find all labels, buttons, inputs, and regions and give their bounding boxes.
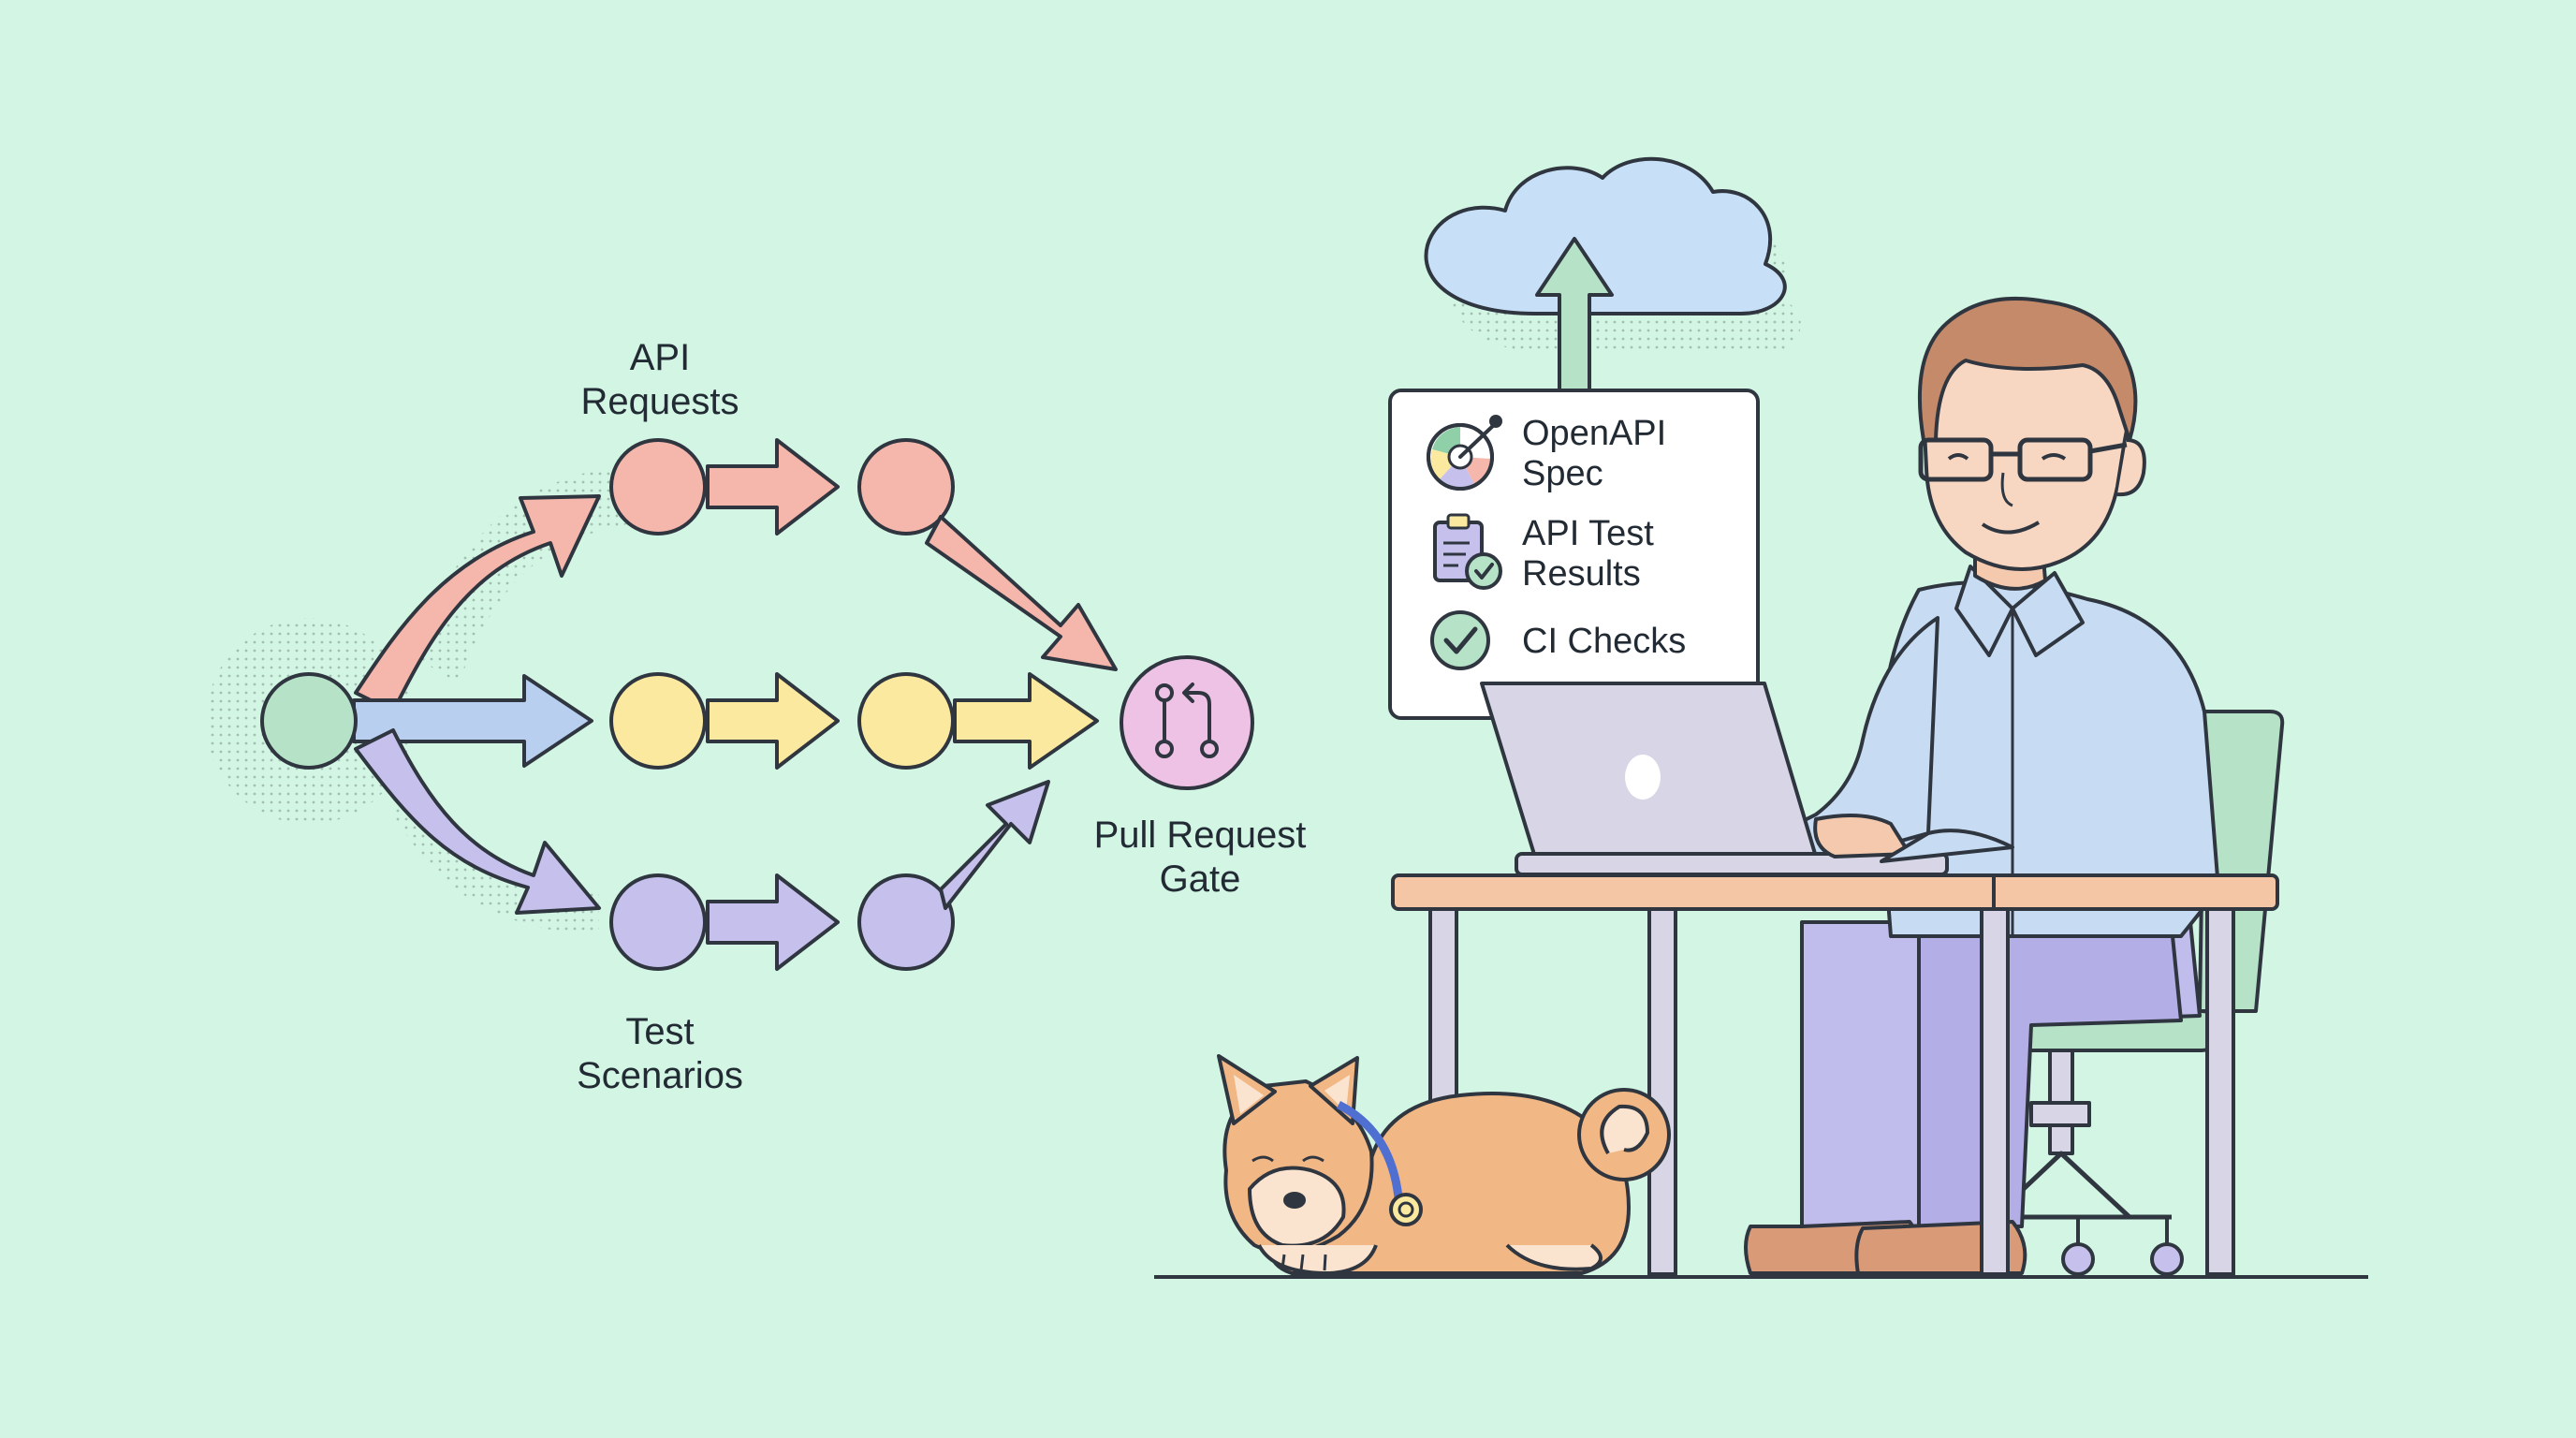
branch-arrow-top <box>354 494 601 713</box>
start-node <box>260 672 358 770</box>
arrow-bottom-2 <box>939 780 1050 910</box>
pull-request-gate-node <box>1120 655 1254 790</box>
node-top-2 <box>857 438 955 536</box>
arrow-bottom-1 <box>706 873 840 971</box>
node-middle-2 <box>857 672 955 770</box>
panel-item-3-line1: CI Checks <box>1522 622 1686 661</box>
label-gate-line2: Gate <box>1160 858 1241 900</box>
arrow-top-2 <box>925 515 1118 671</box>
sleeping-shiba-dog <box>1217 1054 1671 1275</box>
git-pull-request-icon <box>1155 682 1219 758</box>
person-hand <box>1813 814 2014 863</box>
laptop-icon <box>1480 682 1949 876</box>
label-test-scenarios-line1: Test <box>625 1011 694 1052</box>
label-api-requests-line2: Requests <box>581 381 739 422</box>
panel-item-2-line1: API Test <box>1522 514 1654 553</box>
cloud-upload-icon <box>1424 156 1801 354</box>
label-gate-line1: Pull Request <box>1094 814 1307 856</box>
node-middle-1 <box>609 672 707 770</box>
node-bottom-2 <box>857 873 955 971</box>
node-top-1 <box>609 438 707 536</box>
panel-item-1-line2: Spec <box>1522 454 1603 493</box>
clipboard-check-icon <box>1433 513 1502 590</box>
gauge-icon <box>1427 415 1502 491</box>
branch-arrow-bottom <box>354 728 601 915</box>
label-api-requests-line1: API <box>630 337 690 378</box>
arrow-top-1 <box>706 438 840 536</box>
developer-scene: OpenAPI Spec API Test Results CI Checks <box>1154 156 2368 1279</box>
label-test-scenarios-line2: Scenarios <box>577 1055 743 1096</box>
upload-arrow <box>1535 237 1614 395</box>
node-bottom-1 <box>609 873 707 971</box>
panel-item-2-line2: Results <box>1522 554 1641 594</box>
desk <box>1391 873 2279 1276</box>
check-circle-icon <box>1430 610 1490 670</box>
flow-diagram: API Requests Test Scenarios Pull Request… <box>206 337 1306 1096</box>
arrow-middle-1 <box>706 672 840 770</box>
person-head <box>1917 296 2146 591</box>
person-legs <box>1744 920 2202 1275</box>
arrow-middle-2 <box>953 672 1099 770</box>
panel-item-1-line1: OpenAPI <box>1522 414 1666 453</box>
